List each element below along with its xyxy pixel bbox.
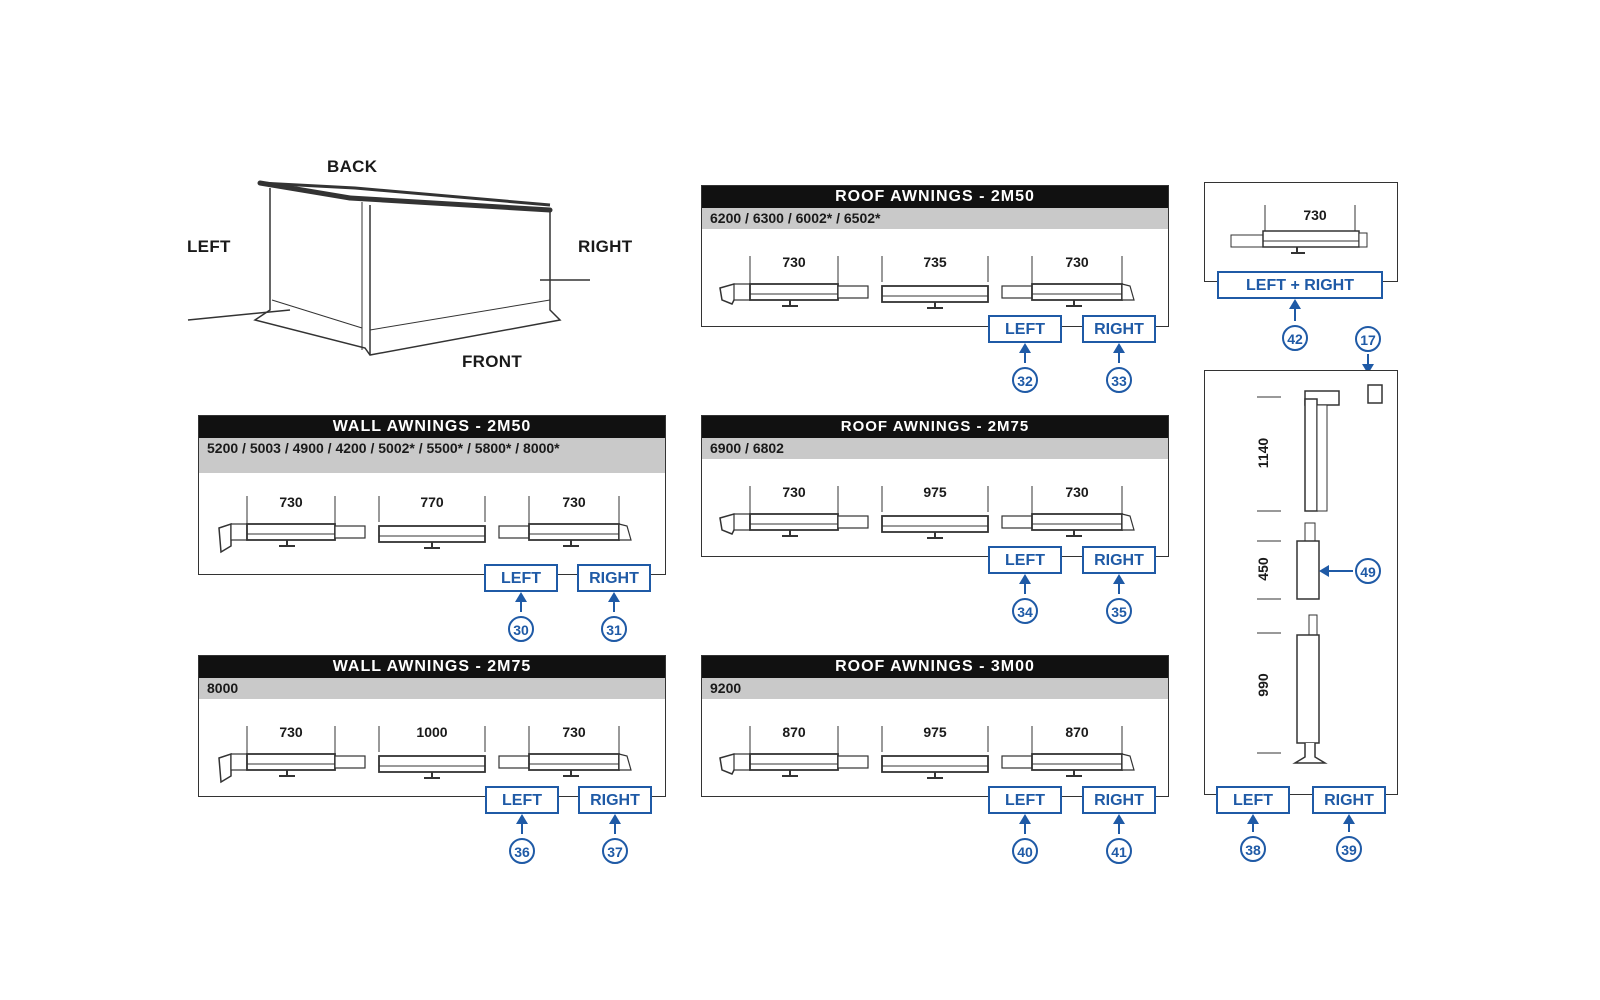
right-button[interactable]: RIGHT (577, 564, 651, 592)
panel-models: 9200 (702, 678, 1168, 699)
left-button[interactable]: LEFT (988, 786, 1062, 814)
dimension-label: 450 (1255, 557, 1271, 581)
rail-drawing (719, 486, 1135, 539)
panel-title: WALL AWNINGS - 2M50 (199, 416, 665, 438)
panel-wall-2m75: WALL AWNINGS - 2M75 8000 730 1000 730 (198, 655, 666, 797)
part-ref-single[interactable]: 42 (1282, 325, 1308, 351)
panel-models: 6900 / 6802 (702, 438, 1168, 459)
panel-models: 6200 / 6300 / 6002* / 6502* (702, 208, 1168, 229)
dimension-label: 730 (1303, 207, 1327, 223)
left-button[interactable]: LEFT (484, 564, 558, 592)
panel-roof-3m00: ROOF AWNINGS - 3M00 9200 870 975 870 (701, 655, 1169, 797)
arrow-icon (1289, 299, 1301, 321)
rail-drawing (719, 726, 1135, 779)
panel-title: ROOF AWNINGS - 2M75 (702, 416, 1168, 438)
part-ref-mid[interactable]: 49 (1355, 558, 1381, 584)
dimension-label: 730 (279, 724, 303, 740)
arrow-icon (609, 814, 621, 834)
dimension-label: 730 (279, 494, 303, 510)
part-ref-left[interactable]: 40 (1012, 838, 1038, 864)
dimension-label: 730 (1065, 254, 1089, 270)
panel-wall-2m50: WALL AWNINGS - 2M50 5200 / 5003 / 4900 /… (198, 415, 666, 575)
right-button[interactable]: RIGHT (1082, 546, 1156, 574)
arrow-icon (515, 592, 527, 612)
arrow-icon (1113, 814, 1125, 834)
rail-drawing (218, 496, 632, 554)
left-button[interactable]: LEFT (1216, 786, 1290, 814)
left-button[interactable]: LEFT (485, 786, 559, 814)
dimension-label: 1140 (1255, 437, 1271, 469)
single-rail-drawing (1230, 205, 1368, 254)
panel-title: ROOF AWNINGS - 2M50 (702, 186, 1168, 208)
part-ref-right[interactable]: 35 (1106, 598, 1132, 624)
dimension-label: 730 (1065, 484, 1089, 500)
part-ref-right[interactable]: 41 (1106, 838, 1132, 864)
panel-models: 8000 (199, 678, 665, 699)
awning-right-label: RIGHT (578, 237, 633, 256)
left-button[interactable]: LEFT (988, 546, 1062, 574)
part-ref-right[interactable]: 31 (601, 616, 627, 642)
arrow-icon (1019, 343, 1031, 363)
dimension-label: 770 (420, 494, 444, 510)
dimension-label: 735 (923, 254, 947, 270)
dimension-label: 730 (562, 724, 586, 740)
part-ref-right[interactable]: 39 (1336, 836, 1362, 862)
panel-single-rail: 730 (1204, 182, 1398, 282)
arrow-icon (1343, 814, 1355, 832)
part-ref-left[interactable]: 38 (1240, 836, 1266, 862)
part-ref-left[interactable]: 34 (1012, 598, 1038, 624)
awning-sketch (180, 150, 640, 370)
right-button[interactable]: RIGHT (1312, 786, 1386, 814)
arrow-icon (1113, 343, 1125, 363)
arrow-icon (1019, 574, 1031, 594)
panel-models: 5200 / 5003 / 4900 / 4200 / 5002* / 5500… (199, 438, 665, 473)
rail-drawing (719, 256, 1135, 309)
right-button[interactable]: RIGHT (1082, 315, 1156, 343)
panel-roof-2m50: ROOF AWNINGS - 2M50 6200 / 6300 / 6002* … (701, 185, 1169, 327)
left-right-button[interactable]: LEFT + RIGHT (1217, 271, 1383, 299)
part-ref-right[interactable]: 33 (1106, 367, 1132, 393)
dimension-label: 730 (782, 254, 806, 270)
part-ref-cap[interactable]: 17 (1355, 326, 1381, 352)
dimension-label: 730 (782, 484, 806, 500)
arrow-icon (516, 814, 528, 834)
dimension-label: 870 (1065, 724, 1089, 740)
dimension-label: 975 (923, 724, 947, 740)
panel-roof-2m75: ROOF AWNINGS - 2M75 6900 / 6802 730 975 73… (701, 415, 1169, 557)
dimension-label: 870 (782, 724, 806, 740)
dimension-label: 990 (1255, 673, 1271, 697)
panel-title: ROOF AWNINGS - 3M00 (702, 656, 1168, 678)
dimension-label: 730 (562, 494, 586, 510)
part-ref-left[interactable]: 32 (1012, 367, 1038, 393)
arrow-icon (1247, 814, 1259, 832)
awning-illustration (187, 180, 590, 356)
arrow-icon (1113, 574, 1125, 594)
legs-drawing (1257, 384, 1383, 764)
dimension-label: 975 (923, 484, 947, 500)
awning-back-label: BACK (327, 157, 378, 176)
rail-drawing (218, 726, 632, 784)
panel-title: WALL AWNINGS - 2M75 (199, 656, 665, 678)
part-ref-left[interactable]: 36 (509, 838, 535, 864)
right-button[interactable]: RIGHT (578, 786, 652, 814)
awning-front-label: FRONT (462, 352, 523, 371)
left-button[interactable]: LEFT (988, 315, 1062, 343)
dimension-label: 1000 (416, 724, 448, 740)
right-button[interactable]: RIGHT (1082, 786, 1156, 814)
awning-left-label: LEFT (187, 237, 231, 256)
arrow-icon (1019, 814, 1031, 834)
part-ref-right[interactable]: 37 (602, 838, 628, 864)
arrow-icon (608, 592, 620, 612)
part-ref-left[interactable]: 30 (508, 616, 534, 642)
arrow-icon (1319, 565, 1353, 577)
